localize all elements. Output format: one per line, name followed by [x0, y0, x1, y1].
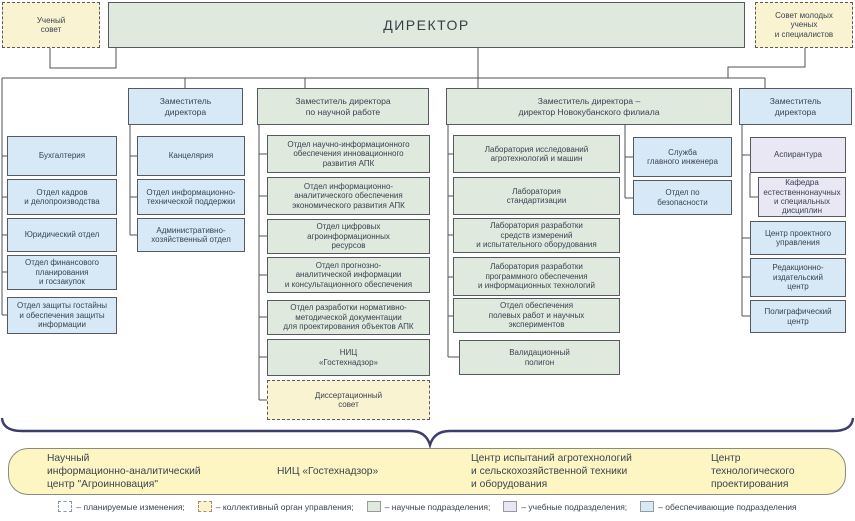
org-node-dep2: Заместитель директора по научной работе: [257, 88, 429, 125]
org-node-c3_7: Диссертационный совет: [267, 380, 430, 420]
org-node-c2_3: Административно- хозяйственный отдел: [137, 218, 245, 252]
org-node-c1_3: Юридический отдел: [7, 218, 117, 252]
legend-label: – планируемые изменения;: [76, 501, 185, 512]
footer-band: Научный информационно-аналитический цент…: [8, 448, 846, 495]
org-node-c1_4: Отдел финансового планирования и госзаку…: [7, 255, 117, 290]
org-node-c6_3: Центр проектного управления: [750, 221, 846, 255]
org-node-c3_5: Отдел разработки нормативно- методическо…: [267, 300, 430, 335]
legend-item-collective: – коллективный орган управления;: [197, 501, 354, 512]
org-node-c6_5: Полиграфический центр: [750, 300, 846, 333]
legend-swatch-collective: [197, 501, 212, 512]
legend-label: – учебные подразделения;: [521, 501, 628, 512]
org-node-c1_1: Бухгалтерия: [7, 136, 117, 176]
org-node-c4_1: Лаборатория исследований агротехнологий …: [453, 135, 620, 173]
org-node-dep3: Заместитель директора – директор Новокуб…: [446, 88, 732, 125]
band-item-1: Научный информационно-аналитический цент…: [47, 453, 201, 490]
org-node-c4_6: Валидационный полигон: [459, 340, 620, 375]
org-node-c4_3: Лаборатория разработки средств измерений…: [453, 218, 620, 253]
org-node-c5_1: Служба главного инженера: [633, 137, 732, 177]
org-node-c3_2: Отдел информационно- аналитического обес…: [267, 177, 430, 215]
legend-label: – коллективный орган управления;: [215, 501, 354, 512]
org-node-c4_5: Отдел обеспечения полевых работ и научны…: [453, 298, 620, 333]
legend-swatch-education: [503, 501, 518, 512]
org-node-c4_2: Лаборатория стандартизации: [453, 177, 620, 215]
legend-swatch-planned: [58, 501, 73, 512]
org-node-c1_5: Отдел защиты гостайны и обеспечения защи…: [7, 297, 117, 334]
org-node-c4_4: Лаборатория разработки программного обес…: [453, 257, 620, 296]
org-node-dep1: Заместитель директора: [128, 88, 243, 125]
band-item-2: НИЦ «Гостехнадзор»: [277, 466, 379, 478]
legend-item-education: – учебные подразделения;: [503, 501, 627, 512]
org-node-c3_1: Отдел научно-информационного обеспечения…: [267, 135, 430, 173]
tree-connectors: [1, 48, 806, 401]
org-node-director: ДИРЕКТОР: [108, 2, 745, 48]
legend-item-science: – научные подразделения;: [366, 501, 491, 512]
legend-swatch-science: [366, 501, 381, 512]
org-node-c6_2: Кафедра естественнонаучных и специальных…: [758, 177, 846, 217]
org-node-c2_2: Отдел информационно- технической поддерж…: [137, 179, 245, 215]
org-node-c2_1: Канцелярия: [137, 136, 245, 176]
brace-curve: [0, 417, 855, 450]
org-node-c3_6: НИЦ «Гостехнадзор»: [267, 339, 430, 376]
org-node-smol: Совет молодых ученых и специалистов: [755, 2, 853, 48]
org-node-c6_4: Редакционно- издательский центр: [750, 258, 846, 297]
band-item-3: Центр испытаний агротехнологий и сельско…: [471, 453, 632, 490]
org-node-uch: Ученый совет: [2, 2, 100, 48]
legend-label: – обеспечивающие подразделения: [658, 501, 797, 512]
band-item-4: Центр технологического проектирования: [711, 453, 795, 490]
org-node-c3_3: Отдел цифровых агроинформационных ресурс…: [267, 219, 430, 254]
org-node-dep4: Заместитель директора: [739, 88, 852, 125]
org-node-c5_2: Отдел по безопасности: [633, 180, 732, 215]
legend-row: – планируемые изменения; – коллективный о…: [0, 501, 855, 512]
org-node-c6_1: Аспирантура: [750, 137, 846, 173]
legend-item-planned: – планируемые изменения;: [58, 501, 185, 512]
legend-swatch-support: [640, 501, 655, 512]
org-node-c1_2: Отдел кадров и делопроизводства: [7, 179, 117, 215]
legend-label: – научные подразделения;: [384, 501, 491, 512]
legend-item-support: – обеспечивающие подразделения: [640, 501, 797, 512]
org-node-c3_4: Отдел прогнозно- аналитической информаци…: [267, 257, 430, 293]
